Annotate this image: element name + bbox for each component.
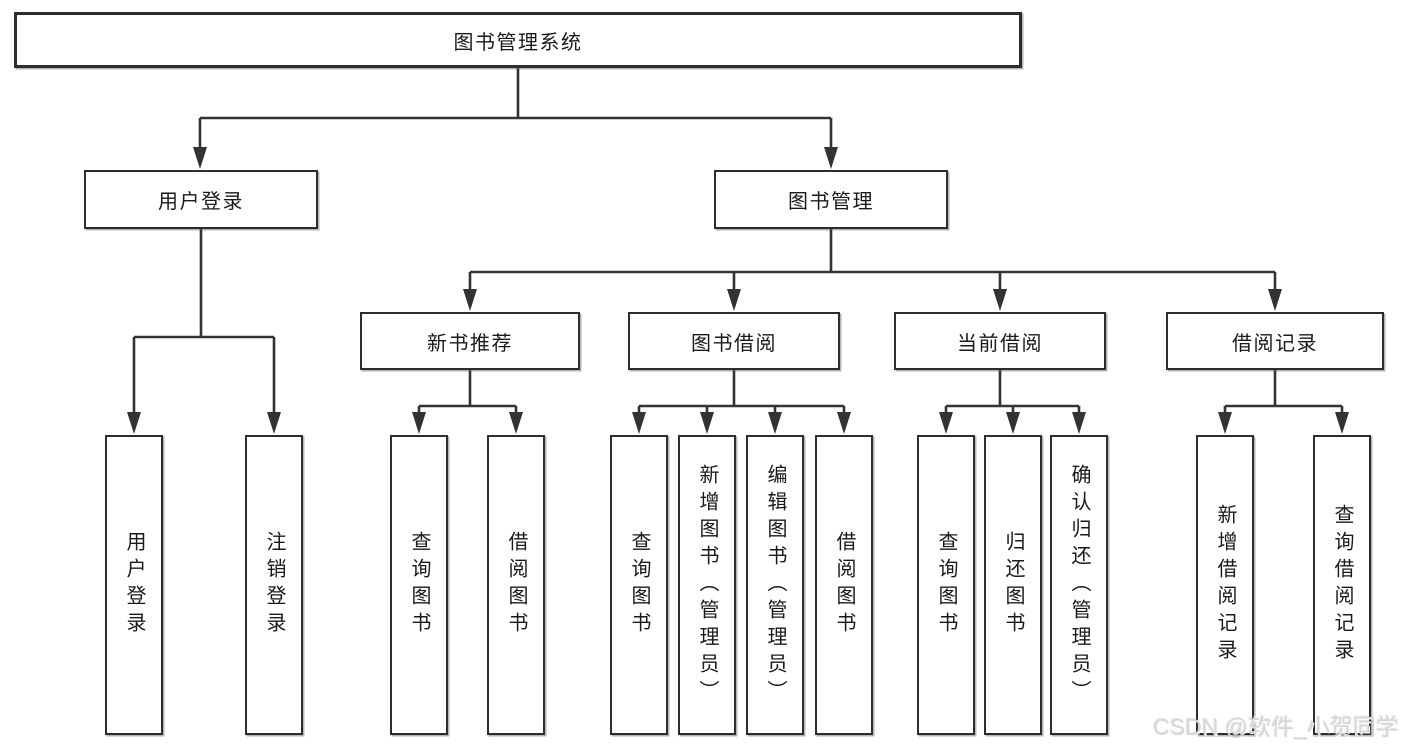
node-new-book-recommendation: 新书推荐 [360, 312, 580, 370]
node-label: 查询图书 [628, 531, 650, 639]
node-library-management-system: 图书管理系统 [14, 12, 1022, 68]
node-user-login-branch: 用户登录 [84, 170, 318, 229]
node-label: 确认归还（管理员） [1068, 463, 1090, 707]
node-label: 用户登录 [158, 191, 244, 213]
leaf-query-borrow-record: 查询借阅记录 [1313, 435, 1371, 735]
leaf-query-books-recommend: 查询图书 [390, 435, 448, 735]
node-label: 注销登录 [263, 531, 285, 639]
node-label: 图书借阅 [691, 332, 777, 355]
node-label: 编辑图书（管理员） [764, 463, 786, 707]
node-label: 用户登录 [123, 531, 145, 639]
node-label: 查询图书 [935, 531, 957, 639]
leaf-add-borrow-record: 新增借阅记录 [1196, 435, 1254, 735]
leaf-edit-book-admin: 编辑图书（管理员） [746, 435, 804, 735]
leaf-confirm-return-admin: 确认归还（管理员） [1050, 435, 1108, 735]
leaf-query-books-borrowing: 查询图书 [610, 435, 668, 735]
node-current-borrowing: 当前借阅 [894, 312, 1106, 370]
node-label: 查询图书 [408, 531, 430, 639]
node-book-management-branch: 图书管理 [714, 170, 948, 229]
node-label: 借阅记录 [1232, 332, 1318, 355]
node-label: 查询借阅记录 [1331, 504, 1353, 666]
node-label: 新增借阅记录 [1214, 504, 1236, 666]
leaf-user-login: 用户登录 [105, 435, 163, 735]
leaf-add-book-admin: 新增图书（管理员） [678, 435, 736, 735]
leaf-borrow-books-recommend: 借阅图书 [487, 435, 545, 735]
node-label: 当前借阅 [957, 332, 1043, 355]
arrowheads [127, 147, 1349, 434]
leaf-query-books-current: 查询图书 [917, 435, 975, 735]
leaf-borrow-books: 借阅图书 [815, 435, 873, 735]
node-book-borrowing: 图书借阅 [628, 312, 840, 370]
node-label: 新书推荐 [427, 332, 513, 355]
node-label: 图书管理系统 [453, 31, 583, 54]
node-label: 借阅图书 [505, 531, 527, 639]
node-label: 新增图书（管理员） [696, 463, 718, 707]
node-label: 归还图书 [1002, 531, 1024, 639]
leaf-return-books: 归还图书 [984, 435, 1042, 735]
leaf-logout: 注销登录 [245, 435, 303, 735]
node-borrowing-records: 借阅记录 [1166, 312, 1384, 370]
node-label: 图书管理 [788, 191, 874, 213]
node-label: 借阅图书 [833, 531, 855, 639]
